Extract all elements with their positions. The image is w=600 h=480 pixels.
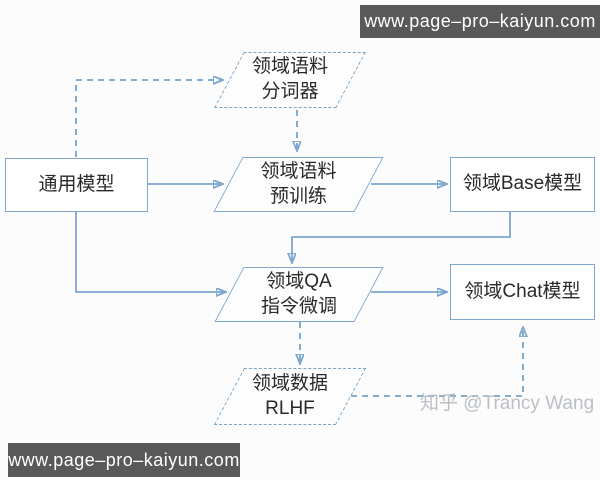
node-domain-data-rlhf: 领域数据 RLHF (213, 368, 367, 425)
node-domain-qa-finetune: 领域QA 指令微调 (213, 267, 385, 322)
edge-rlhf-to-chat (351, 328, 523, 397)
node-domain-data-rlhf-label: 领域数据 RLHF (251, 372, 328, 419)
site-watermark-bar-top: www.page–pro–kaiyun.com (360, 5, 600, 38)
node-domain-chat-model: 领域Chat模型 (450, 264, 595, 320)
node-general-model-label: 通用模型 (38, 173, 115, 195)
node-general-model: 通用模型 (5, 158, 148, 212)
edge-general-to-tokenizer (75, 80, 222, 157)
node-domain-base-model: 领域Base模型 (450, 157, 595, 212)
node-domain-corpus-tokenizer: 领域语料 分词器 (213, 52, 367, 108)
node-domain-qa-finetune-label: 领域QA 指令微调 (260, 270, 337, 317)
author-watermark: 知乎 @Trancy Wang (420, 393, 595, 414)
node-domain-corpus-tokenizer-label: 领域语料 分词器 (251, 56, 328, 102)
site-watermark-bar-bottom: www.page–pro–kaiyun.com (8, 443, 240, 477)
node-domain-corpus-pretrain: 领域语料 预训练 (212, 157, 385, 212)
node-domain-corpus-pretrain-label: 领域语料 预训练 (260, 160, 337, 207)
edge-general-to-qa (75, 212, 225, 292)
node-domain-chat-model-label: 领域Chat模型 (464, 280, 581, 302)
node-domain-base-model-label: 领域Base模型 (462, 173, 583, 195)
edge-base-to-qa (292, 212, 511, 262)
